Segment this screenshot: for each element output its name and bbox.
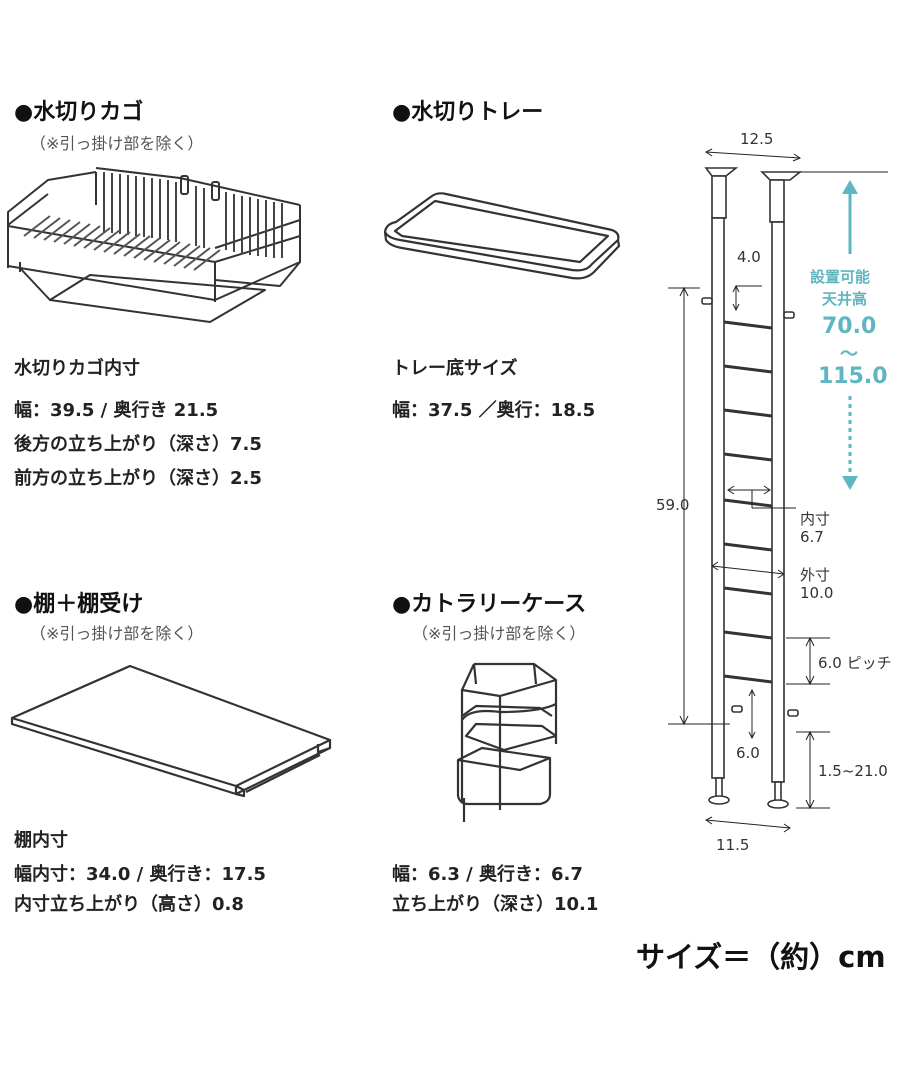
basket-spec-3: 前方の立ち上がり（深さ）2.5 (14, 468, 262, 489)
shelf-sub: 棚内寸 (14, 830, 68, 851)
rack-gap: 6.0 (736, 744, 760, 762)
basket-sub: 水切りカゴ内寸 (14, 358, 140, 379)
rack-bottom-range: 1.5~21.0 (818, 762, 888, 780)
shelf-note: （※引っ掛け部を除く） (30, 624, 204, 643)
tray-sub: トレー底サイズ (392, 358, 518, 379)
tray-spec-1: 幅：37.5 ／奥行：18.5 (392, 400, 596, 421)
shelf-spec-1: 幅内寸：34.0 / 奥行き：17.5 (14, 864, 266, 885)
rack-ceiling-tilde: ～ (840, 344, 858, 365)
basket-heading: ●水切りカゴ (14, 100, 144, 125)
unit-label: サイズ＝（約）cm (636, 940, 886, 974)
rack-ceiling-min: 70.0 (822, 314, 877, 339)
rack-inner-label: 内寸 (800, 510, 831, 528)
shelf-heading: ●棚＋棚受け (14, 592, 144, 617)
basket-spec-2: 後方の立ち上がり（深さ）7.5 (14, 434, 262, 455)
cutlery-heading: ●カトラリーケース (392, 592, 587, 617)
rack-ceiling-label-2: 天井高 (822, 290, 868, 308)
shelf-spec-2: 内寸立ち上がり（高さ）0.8 (14, 894, 244, 915)
rack-ceiling-max: 115.0 (818, 364, 888, 389)
rack-inner-value: 6.7 (800, 528, 824, 546)
rack-bracket: 4.0 (737, 248, 761, 266)
basket-note: （※引っ掛け部を除く） (30, 134, 204, 153)
rack-pitch: 6.0 ピッチ (818, 654, 892, 672)
rack-outer-label: 外寸 (800, 566, 831, 584)
cutlery-spec-2: 立ち上がり（深さ）10.1 (392, 894, 599, 915)
cutlery-spec-1: 幅：6.3 / 奥行き：6.7 (392, 864, 583, 885)
rack-ceiling-label-1: 設置可能 (810, 268, 871, 286)
rack-top-width: 12.5 (740, 130, 774, 148)
rack-outer-value: 10.0 (800, 584, 834, 602)
cutlery-note: （※引っ掛け部を除く） (412, 624, 586, 643)
tray-heading: ●水切りトレー (392, 100, 544, 125)
rack-height: 59.0 (656, 496, 690, 514)
rack-bottom-width: 11.5 (716, 836, 750, 854)
basket-spec-1: 幅：39.5 / 奥行き 21.5 (14, 400, 219, 421)
